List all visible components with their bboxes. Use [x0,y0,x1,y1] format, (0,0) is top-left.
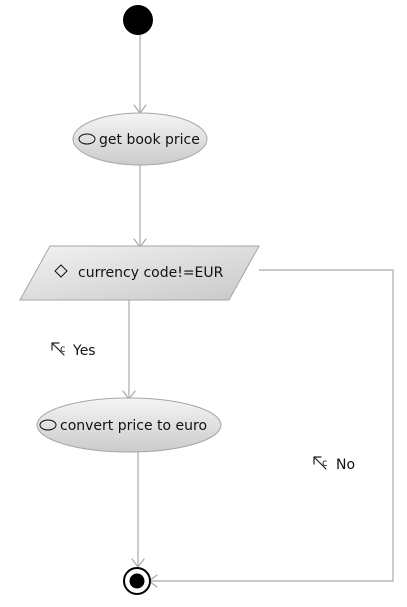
guard-text-no: No [336,457,355,473]
guard-label-no: c No [313,456,355,473]
decision-label: currency code!=EUR [78,265,224,281]
action-node-get-book-price[interactable]: get book price [72,112,208,166]
ellipse-icon [78,133,96,145]
guard-text-yes: Yes [72,343,96,359]
guard-condition-icon: c [313,456,328,470]
guard-label-yes: c Yes [51,342,96,359]
edge-decision-to-convert[interactable] [122,300,136,400]
svg-text:c: c [322,458,328,469]
guard-condition-icon: c [51,342,66,356]
action-label: get book price [99,132,200,148]
edge-get-price-to-decision[interactable] [133,165,147,248]
svg-text:c: c [60,344,66,355]
decision-node-currency-code[interactable]: currency code!=EUR [19,245,260,301]
ellipse-icon [39,419,57,431]
initial-node[interactable] [123,5,153,35]
edge-convert-to-final[interactable] [131,452,145,568]
action-node-convert-price[interactable]: convert price to euro [36,397,222,453]
action-label: convert price to euro [60,418,207,434]
edge-initial-to-get-price[interactable] [133,35,147,114]
diamond-icon [54,264,68,278]
final-node[interactable] [123,567,151,595]
